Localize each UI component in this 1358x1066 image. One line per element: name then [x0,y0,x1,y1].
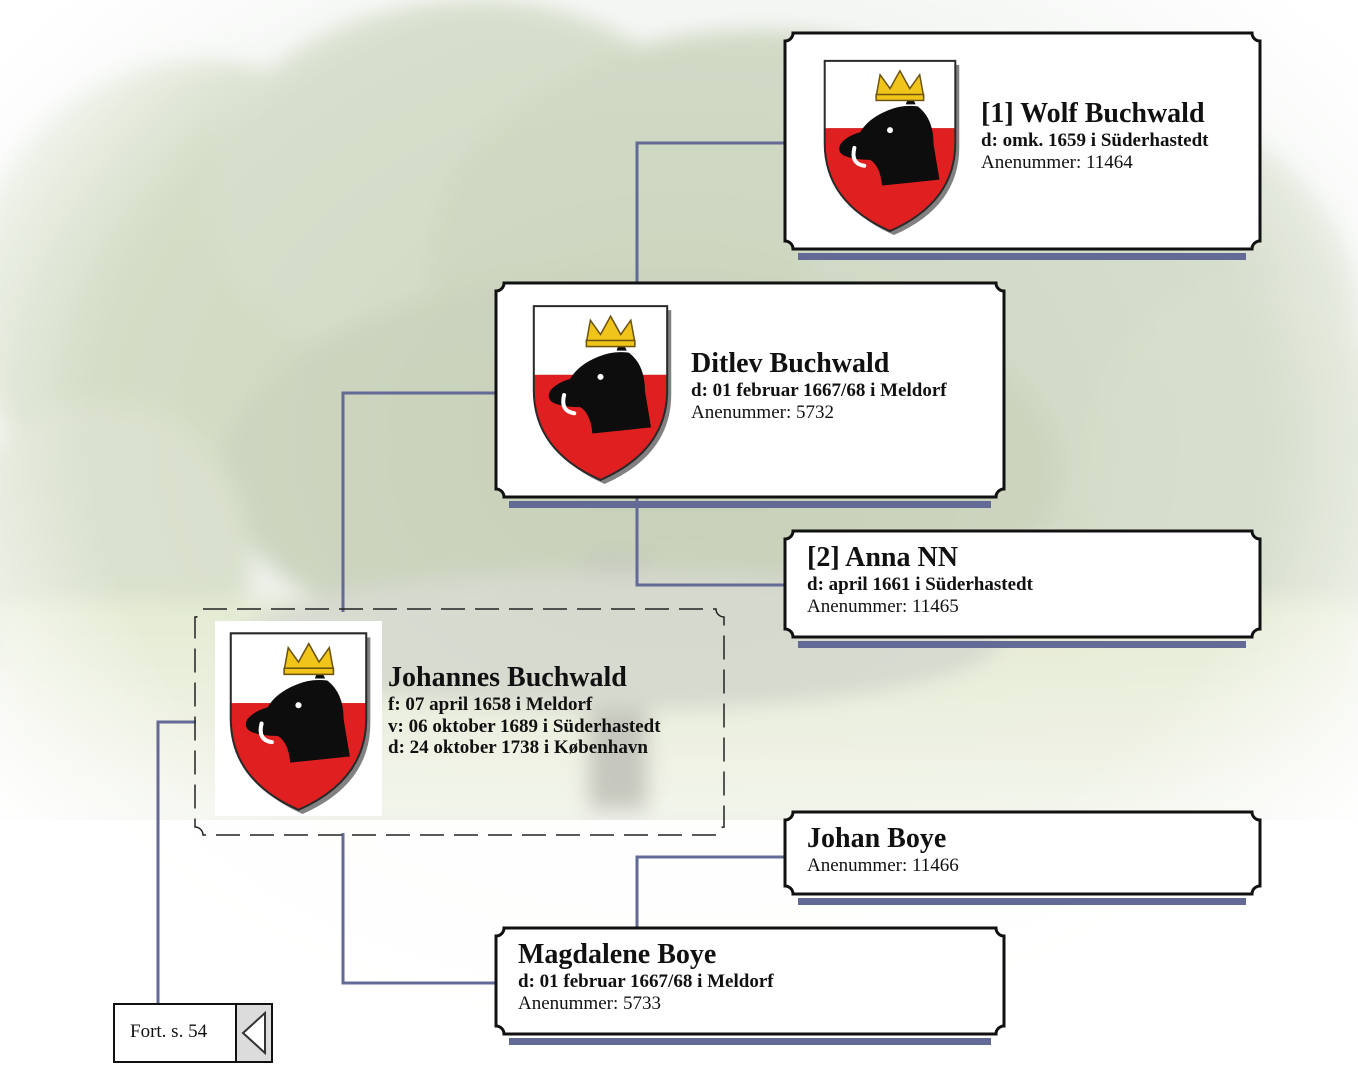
death-detail: d: april 1661 i Süderhastedt [807,573,1033,595]
anenummer: Anenummer: 11464 [981,151,1133,173]
card-shadow [798,253,1246,260]
person-name: [2] Anna NN [807,542,958,573]
person-card-ditlev-buchwald[interactable]: Ditlev Buchwald d: 01 februar 1667/68 i … [494,281,1006,508]
coat-of-arms-icon [517,294,684,486]
birth-detail: f: 07 april 1658 i Meldorf [388,693,593,715]
person-name: Johannes Buchwald [388,662,627,693]
card-frame [194,608,725,836]
card-shadow [798,641,1246,648]
person-card-wolf-buchwald[interactable]: [1] Wolf Buchwald d: omk. 1659 i Süderha… [783,31,1262,260]
card-frame [494,926,1006,1036]
coat-of-arms-icon [807,49,973,237]
anenummer: Anenummer: 5732 [691,401,835,423]
death-detail: d: 01 februar 1667/68 i Meldorf [691,379,947,401]
person-card-magdalene-boye[interactable]: Magdalene Boye d: 01 februar 1667/68 i M… [494,926,1006,1045]
person-name: Ditlev Buchwald [691,348,890,379]
person-card-johannes-buchwald[interactable]: Johannes Buchwald f: 07 april 1658 i Mel… [193,607,726,837]
death-detail: d: 01 februar 1667/68 i Meldorf [518,970,774,992]
anenummer: Anenummer: 11466 [807,854,959,876]
anenummer: Anenummer: 5733 [518,992,662,1014]
marriage-detail: v: 06 oktober 1689 i Süderhastedt [388,715,661,737]
continuation-label: Fort. s. 54 [130,1021,208,1042]
coat-of-arms-icon [215,621,382,816]
triangle-left-icon[interactable] [235,1005,271,1061]
connector-johannes-ditlev [341,391,497,612]
continuation-link[interactable]: Fort. s. 54 [113,1003,273,1063]
card-shadow [798,898,1246,905]
card-shadow [509,1038,991,1045]
person-card-anna-nn[interactable]: [2] Anna NN d: april 1661 i Süderhastedt… [783,529,1262,648]
card-shadow [509,501,991,508]
connector-ditlev-wolf [635,141,785,283]
connector-fort-johannes [156,720,196,1005]
card-frame [783,810,1262,896]
death-detail: d: omk. 1659 i Süderhastedt [981,129,1209,151]
death-detail: d: 24 oktober 1738 i København [388,737,648,759]
person-name: [1] Wolf Buchwald [981,98,1205,129]
card-frame [783,529,1262,639]
connector-ditlev-anna [635,495,785,587]
person-card-johan-boye[interactable]: Johan Boye Anenummer: 11466 [783,810,1262,905]
connector-magdalene-johan [635,855,785,928]
connector-johannes-magdalene [341,833,497,985]
anenummer: Anenummer: 11465 [807,595,959,617]
person-name: Magdalene Boye [518,939,717,970]
person-name: Johan Boye [807,823,947,854]
